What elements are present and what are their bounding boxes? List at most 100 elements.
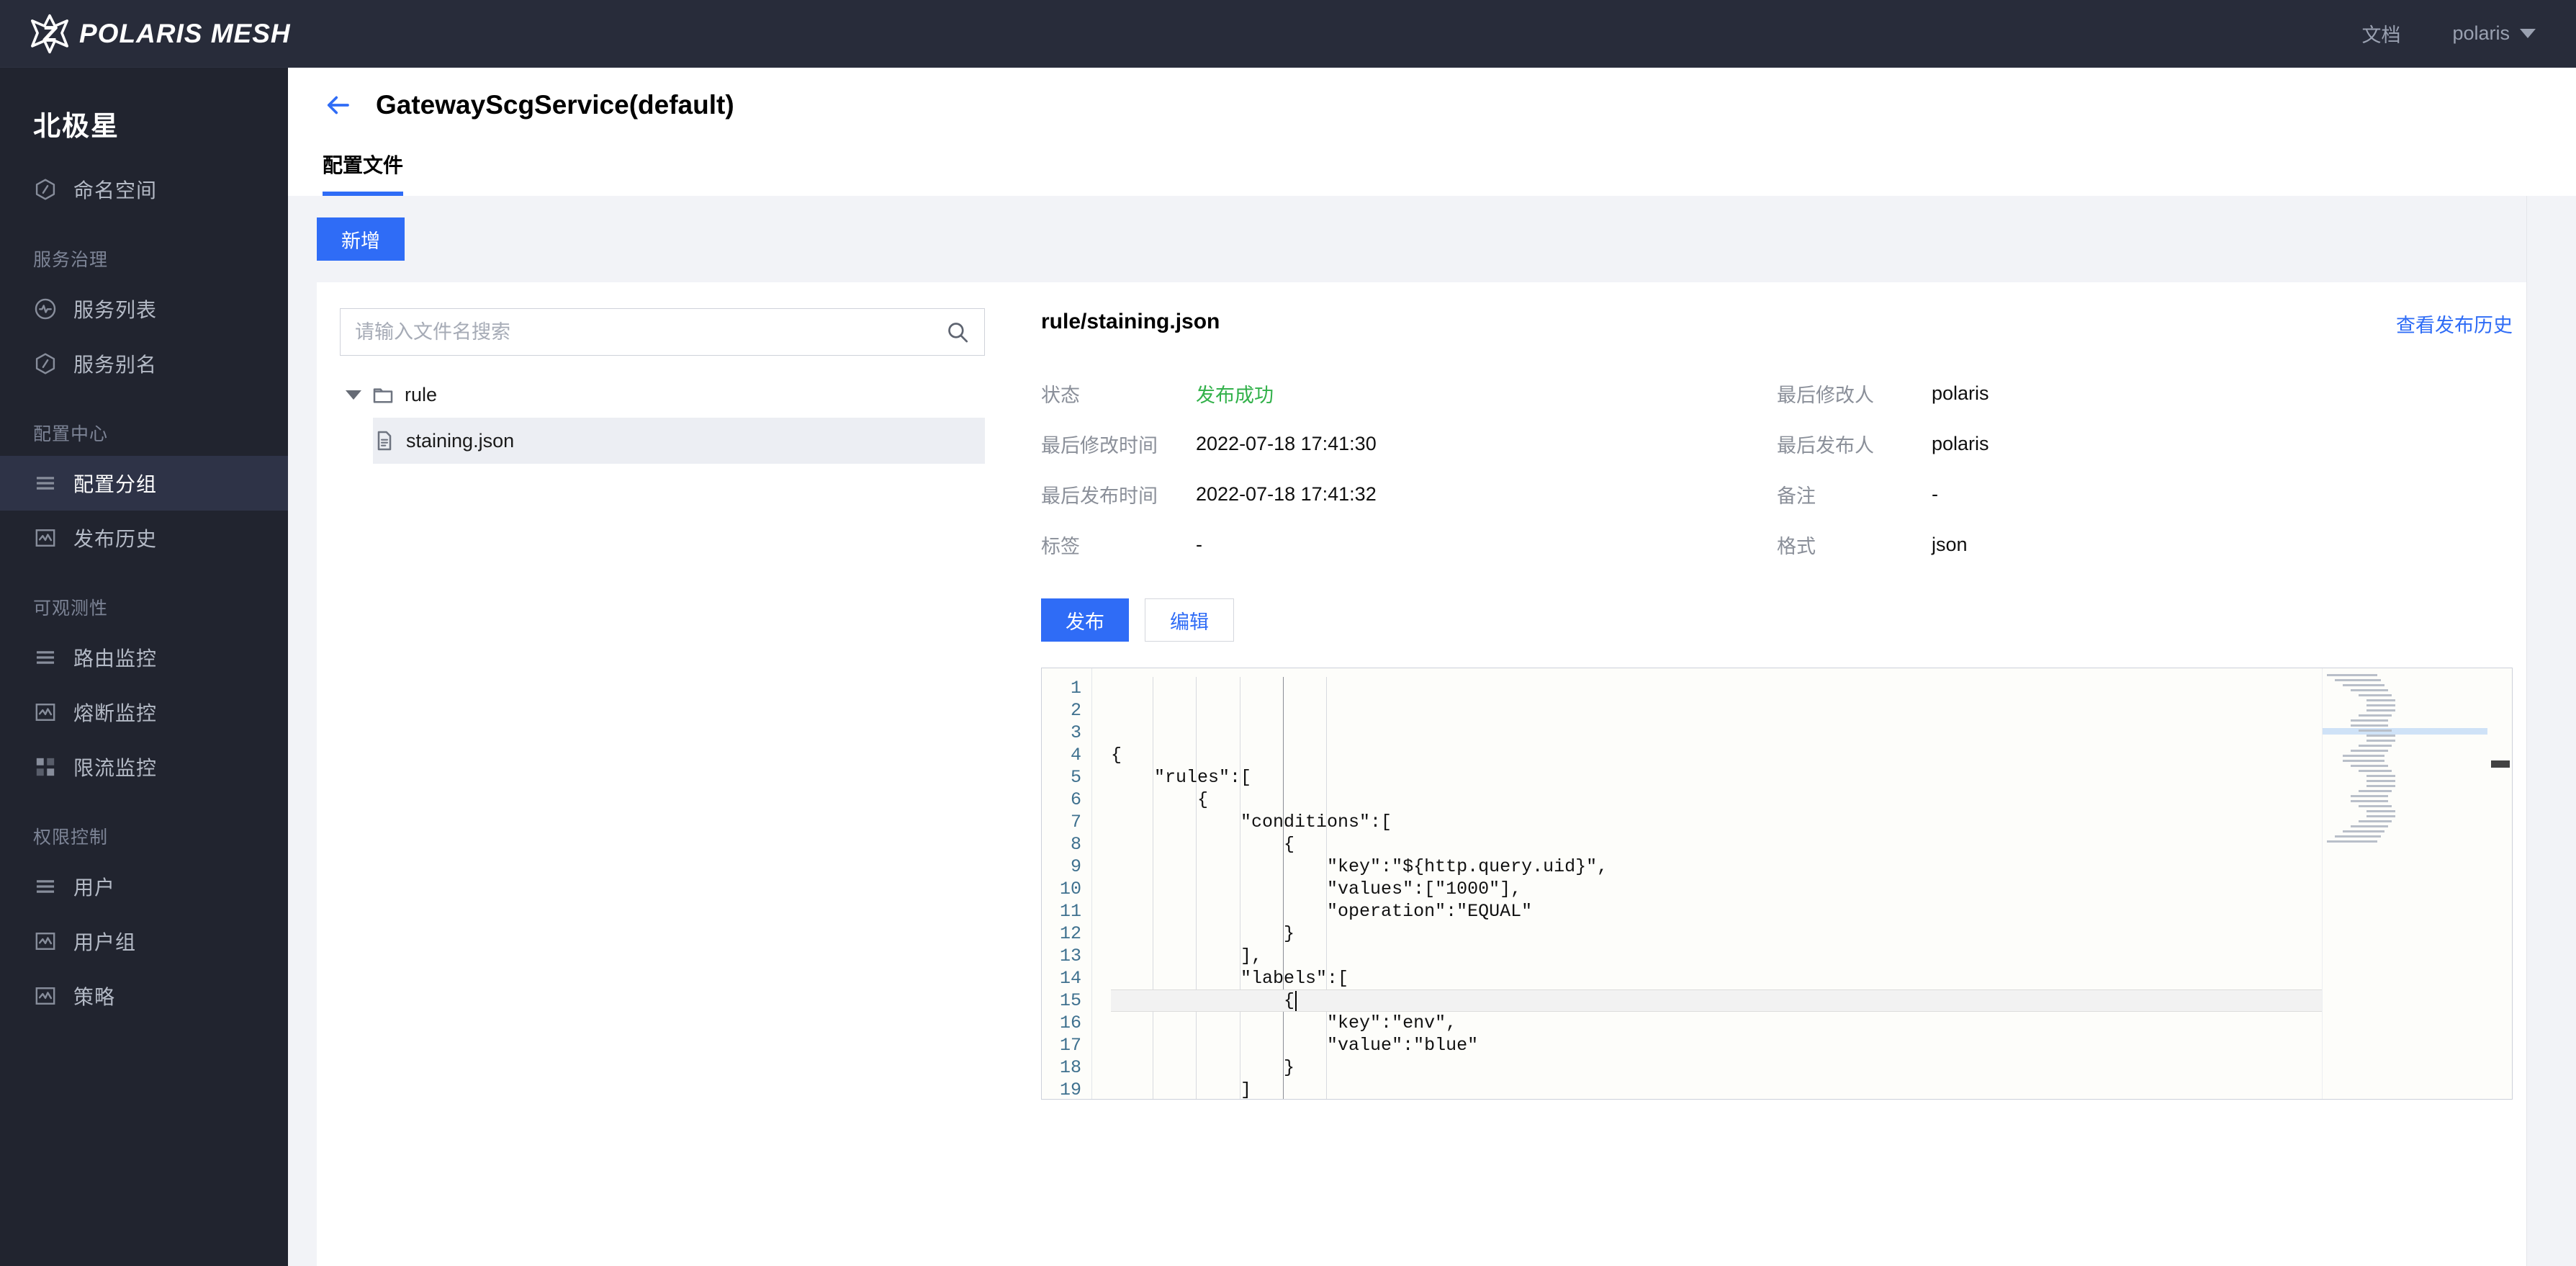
sidebar-item-配置分组[interactable]: 配置分组 xyxy=(0,456,288,511)
minimap[interactable] xyxy=(2322,668,2487,1099)
minimap-line-bar xyxy=(2359,770,2392,772)
minimap-line-bar xyxy=(2351,825,2388,827)
minimap-line-bar xyxy=(2366,810,2395,812)
hexagon-slash-icon xyxy=(33,177,58,202)
code-line: "values":["1000"], xyxy=(1111,879,1522,899)
line-number: 5 xyxy=(1070,767,1081,788)
code-content[interactable]: { "rules":[ { "conditions":[ { "key":"${… xyxy=(1092,668,2512,1099)
line-number: 17 xyxy=(1059,1035,1081,1056)
topbar: 文档 polaris xyxy=(288,0,2576,68)
minimap-line xyxy=(2323,829,2487,834)
code-editor[interactable]: 12345678910111213141516171819202122 { "r… xyxy=(1041,668,2513,1100)
sidebar-item-服务别名[interactable]: 服务别名 xyxy=(0,336,288,391)
sidebar-item-用户组[interactable]: 用户组 xyxy=(0,914,288,969)
sidebar-item-label: 限流监控 xyxy=(73,757,158,779)
minimap-line xyxy=(2323,678,2487,683)
file-search-box[interactable] xyxy=(340,308,985,356)
line-number: 19 xyxy=(1059,1079,1081,1100)
sidebar-item-发布历史[interactable]: 发布历史 xyxy=(0,511,288,565)
code-line: } xyxy=(1111,923,1295,944)
minimap-line-bar xyxy=(2343,684,2384,686)
page-right-gutter xyxy=(2526,196,2576,1266)
file-icon xyxy=(373,429,396,452)
tab-config-file[interactable]: 配置文件 xyxy=(323,143,404,196)
sidebar-item-用户[interactable]: 用户 xyxy=(0,859,288,914)
sidebar-item-label: 发布历史 xyxy=(73,528,158,550)
detail-actions: 发布 编辑 xyxy=(1041,598,2513,642)
grid-squares-icon xyxy=(33,755,58,779)
add-button[interactable]: 新增 xyxy=(317,217,405,261)
folder-icon xyxy=(371,383,395,406)
line-number: 1 xyxy=(1070,678,1081,699)
meta-key: 状态 xyxy=(1041,384,1080,406)
minimap-line xyxy=(2323,839,2487,844)
sidebar-item-label: 服务别名 xyxy=(73,354,158,376)
minimap-line xyxy=(2323,713,2487,718)
minimap-line xyxy=(2323,789,2487,794)
minimap-line-bar xyxy=(2327,674,2377,676)
publish-button[interactable]: 发布 xyxy=(1041,598,1129,642)
minimap-line-bar xyxy=(2343,760,2384,762)
tree-children: staining.json xyxy=(340,418,985,464)
chart-box-icon xyxy=(33,929,58,953)
right-column: 文档 polaris GatewayScgService(default) 配置… xyxy=(288,0,2576,1266)
tree-file-staining-json[interactable]: staining.json xyxy=(373,418,985,464)
minimap-line xyxy=(2323,673,2487,678)
sidebar-item-服务列表[interactable]: 服务列表 xyxy=(0,282,288,336)
sidebar-item-策略[interactable]: 策略 xyxy=(0,969,288,1023)
brand[interactable]: POLARIS MESH xyxy=(0,0,291,68)
search-input[interactable] xyxy=(355,320,945,344)
line-number: 10 xyxy=(1059,879,1081,899)
scrollbar-thumb[interactable] xyxy=(2491,760,2510,768)
panels: rule staining.json xyxy=(288,282,2576,1266)
meta-key: 标签 xyxy=(1041,535,1080,557)
minimap-line xyxy=(2323,718,2487,723)
minimap-line-bar xyxy=(2335,679,2381,681)
line-number: 18 xyxy=(1059,1057,1081,1078)
tab-bar: 配置文件 xyxy=(317,143,2576,196)
tree-folder-rule[interactable]: rule xyxy=(340,372,985,418)
editor-vertical-scrollbar[interactable] xyxy=(2487,668,2512,1099)
tab-label: 配置文件 xyxy=(323,154,404,176)
sidebar-group-label: 可观测性 xyxy=(33,598,109,619)
page-title-row: GatewayScgService(default) xyxy=(317,68,2576,143)
content-toolbar: 新增 xyxy=(288,217,2576,282)
meta-key: 备注 xyxy=(1777,485,1816,507)
tree-folder-label: rule xyxy=(405,383,438,405)
user-menu[interactable]: polaris xyxy=(2452,22,2536,45)
sidebar-item-label: 命名空间 xyxy=(73,179,158,202)
minimap-line xyxy=(2323,683,2487,688)
minimap-line xyxy=(2323,819,2487,824)
sidebar: POLARIS MESH 北极星 命名空间服务治理服务列表服务别名配置中心配置分… xyxy=(0,0,291,1266)
docs-link[interactable]: 文档 xyxy=(2361,19,2400,48)
line-number: 4 xyxy=(1070,745,1081,766)
line-number: 2 xyxy=(1070,700,1081,721)
sidebar-item-路由监控[interactable]: 路由监控 xyxy=(0,630,288,685)
sidebar-item-命名空间[interactable]: 命名空间 xyxy=(0,162,288,217)
minimap-line-bar xyxy=(2351,765,2388,767)
page-header: GatewayScgService(default) 配置文件 xyxy=(288,68,2576,196)
view-publish-history-link[interactable]: 查看发布历史 xyxy=(2396,315,2513,336)
minimap-line-bar xyxy=(2359,805,2392,807)
minimap-line xyxy=(2323,693,2487,698)
sidebar-item-label: 策略 xyxy=(73,986,116,1008)
docs-label: 文档 xyxy=(2361,24,2401,46)
meta-value: 2022-07-18 17:41:30 xyxy=(1196,432,1377,454)
sidebar-item-熔断监控[interactable]: 熔断监控 xyxy=(0,685,288,740)
minimap-line xyxy=(2323,758,2487,763)
arrow-left-icon[interactable] xyxy=(323,90,353,120)
code-line: { xyxy=(1111,789,1209,810)
detail-header: rule/staining.json 查看发布历史 xyxy=(1041,310,2513,338)
search-icon[interactable] xyxy=(945,320,970,344)
caret-down-icon[interactable] xyxy=(346,390,361,400)
minimap-line xyxy=(2323,804,2487,809)
sidebar-item-限流监控[interactable]: 限流监控 xyxy=(0,740,288,794)
minimap-line xyxy=(2323,723,2487,728)
edit-button[interactable]: 编辑 xyxy=(1145,598,1234,642)
minimap-line xyxy=(2323,794,2487,799)
minimap-line-bar xyxy=(2359,694,2392,696)
brand-name: POLARIS MESH xyxy=(79,18,291,48)
